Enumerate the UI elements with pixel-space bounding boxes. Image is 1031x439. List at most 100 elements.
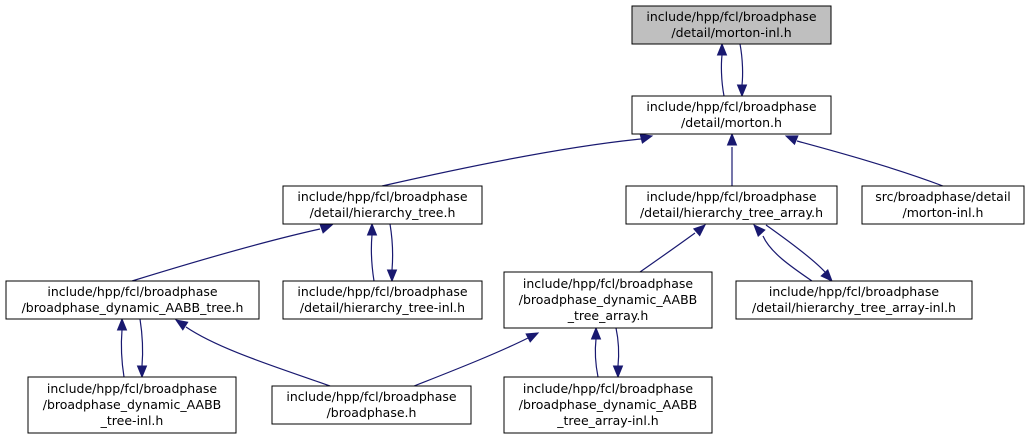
- node-box: [631, 5, 832, 45]
- node-label-line: include/hpp/fcl/broadphase: [47, 381, 218, 396]
- node-label-line: /broadphase_dynamic_AABB: [519, 397, 698, 412]
- node-label-line: /broadphase_dynamic_AABB_tree.h: [22, 300, 244, 315]
- node-label-line: /detail/hierarchy_tree-inl.h: [300, 300, 465, 315]
- graph-node[interactable]: include/hpp/fcl/broadphase/detail/morton…: [631, 95, 832, 135]
- node-box: [27, 376, 237, 434]
- node-label-line: include/hpp/fcl/broadphase: [297, 189, 468, 204]
- node-label-line: include/hpp/fcl/broadphase: [769, 284, 940, 299]
- node-box: [861, 185, 1025, 225]
- node-label-line: include/hpp/fcl/broadphase: [646, 9, 817, 24]
- node-label-line: /detail/morton.h: [681, 115, 782, 130]
- graph-node[interactable]: include/hpp/fcl/broadphase/broadphase_dy…: [503, 271, 713, 329]
- node-label-line: _tree_array-inl.h: [556, 413, 658, 428]
- node-label-line: _tree_array.h: [567, 308, 649, 323]
- graph-node[interactable]: include/hpp/fcl/broadphase/detail/hierar…: [282, 185, 483, 225]
- nodes-layer: include/hpp/fcl/broadphase/detail/morton…: [5, 5, 1025, 434]
- edge-line: [185, 326, 331, 387]
- dependency-edge-n5-to-n9: [136, 318, 148, 379]
- graph-node[interactable]: include/hpp/fcl/broadphase/detail/hierar…: [282, 280, 483, 320]
- edge-line: [762, 235, 813, 282]
- edge-arrowhead: [753, 224, 766, 237]
- node-label-line: include/hpp/fcl/broadphase: [646, 189, 817, 204]
- graph-node[interactable]: src/broadphase/detail/morton-inl.h: [861, 185, 1025, 225]
- edge-line: [120, 329, 125, 378]
- edge-arrowhead: [174, 319, 189, 331]
- node-label-line: include/hpp/fcl/broadphase: [523, 276, 694, 291]
- graph-node[interactable]: include/hpp/fcl/broadphase/broadphase_dy…: [503, 376, 713, 434]
- graph-node-root: include/hpp/fcl/broadphase/detail/morton…: [631, 5, 832, 45]
- edge-arrowhead: [639, 133, 654, 144]
- node-box: [271, 385, 472, 425]
- edge-line: [370, 234, 375, 282]
- dependency-edge-n11-to-n7: [590, 326, 602, 378]
- dependency-edge-n1-to-n0: [716, 42, 728, 97]
- node-box: [282, 185, 483, 225]
- edges-layer: [116, 42, 944, 387]
- dependency-edge-n7-to-n3: [639, 224, 706, 273]
- graph-node[interactable]: include/hpp/fcl/broadphase/broadphase.h: [271, 385, 472, 425]
- node-label-line: include/hpp/fcl/broadphase: [47, 284, 218, 299]
- edge-arrowhead: [590, 326, 602, 340]
- edge-line: [739, 43, 744, 86]
- node-label-line: src/broadphase/detail: [875, 189, 1011, 204]
- dependency-edge-n8-to-n3: [753, 224, 813, 282]
- node-box: [282, 280, 483, 320]
- edge-arrowhead: [366, 222, 378, 236]
- node-box: [625, 185, 838, 225]
- node-label-line: include/hpp/fcl/broadphase: [646, 99, 817, 114]
- node-label-line: include/hpp/fcl/broadphase: [523, 381, 694, 396]
- edge-line: [796, 140, 944, 187]
- edge-arrowhead: [820, 269, 833, 282]
- dependency-edge-n7-to-n11: [612, 327, 624, 379]
- edge-arrowhead: [716, 42, 728, 56]
- node-box: [5, 280, 260, 320]
- node-box: [735, 280, 973, 320]
- node-box: [503, 271, 713, 329]
- edge-line: [594, 338, 599, 378]
- edge-arrowhead: [612, 365, 624, 379]
- edge-line: [413, 337, 529, 387]
- node-label-line: _tree-inl.h: [100, 413, 164, 428]
- edge-line: [639, 232, 696, 273]
- dependency-edge-n6-to-n2: [366, 222, 378, 282]
- edge-arrowhead: [692, 224, 706, 237]
- node-label-line: include/hpp/fcl/broadphase: [297, 284, 468, 299]
- edge-arrowhead: [525, 332, 540, 343]
- edge-line: [131, 228, 321, 282]
- node-label-line: /morton-inl.h: [903, 205, 984, 220]
- edge-line: [381, 138, 642, 187]
- edge-arrowhead: [784, 135, 799, 146]
- node-box: [631, 95, 832, 135]
- dependency-edge-n2-to-n1: [381, 133, 654, 187]
- dependency-edge-n2-to-n6: [386, 223, 398, 283]
- node-label-line: include/hpp/fcl/broadphase: [286, 389, 457, 404]
- graph-node[interactable]: include/hpp/fcl/broadphase/detail/hierar…: [625, 185, 838, 225]
- node-label-line: /broadphase.h: [327, 405, 417, 420]
- node-label-line: /detail/morton-inl.h: [671, 25, 791, 40]
- node-label-line: /detail/hierarchy_tree_array-inl.h: [752, 300, 956, 315]
- graph-node[interactable]: include/hpp/fcl/broadphase/detail/hierar…: [735, 280, 973, 320]
- dependency-edge-n5-to-n2: [131, 223, 334, 282]
- dependency-edge-n3-to-n1: [726, 132, 738, 186]
- edge-arrowhead: [736, 84, 748, 98]
- edge-arrowhead: [319, 223, 334, 234]
- node-label-line: /broadphase_dynamic_AABB: [519, 292, 698, 307]
- dependency-edge-n4-to-n1: [784, 135, 944, 187]
- dependency-edge-n9-to-n5: [116, 317, 128, 378]
- graph-node[interactable]: include/hpp/fcl/broadphase/broadphase_dy…: [5, 280, 260, 320]
- edge-line: [139, 318, 144, 367]
- edge-arrowhead: [726, 132, 738, 146]
- dependency-edge-n0-to-n1: [736, 43, 748, 98]
- edge-line: [765, 224, 826, 273]
- edge-line: [389, 223, 394, 271]
- edge-line: [720, 54, 725, 97]
- graph-node[interactable]: include/hpp/fcl/broadphase/broadphase_dy…: [27, 376, 237, 434]
- edge-line: [615, 327, 620, 367]
- dependency-edge-n10-to-n5: [174, 319, 331, 387]
- node-label-line: /detail/hierarchy_tree.h: [310, 205, 456, 220]
- dependency-edge-n3-to-n8: [765, 224, 833, 282]
- edge-arrowhead: [136, 365, 148, 379]
- node-label-line: /broadphase_dynamic_AABB: [43, 397, 222, 412]
- edge-arrowhead: [386, 269, 398, 283]
